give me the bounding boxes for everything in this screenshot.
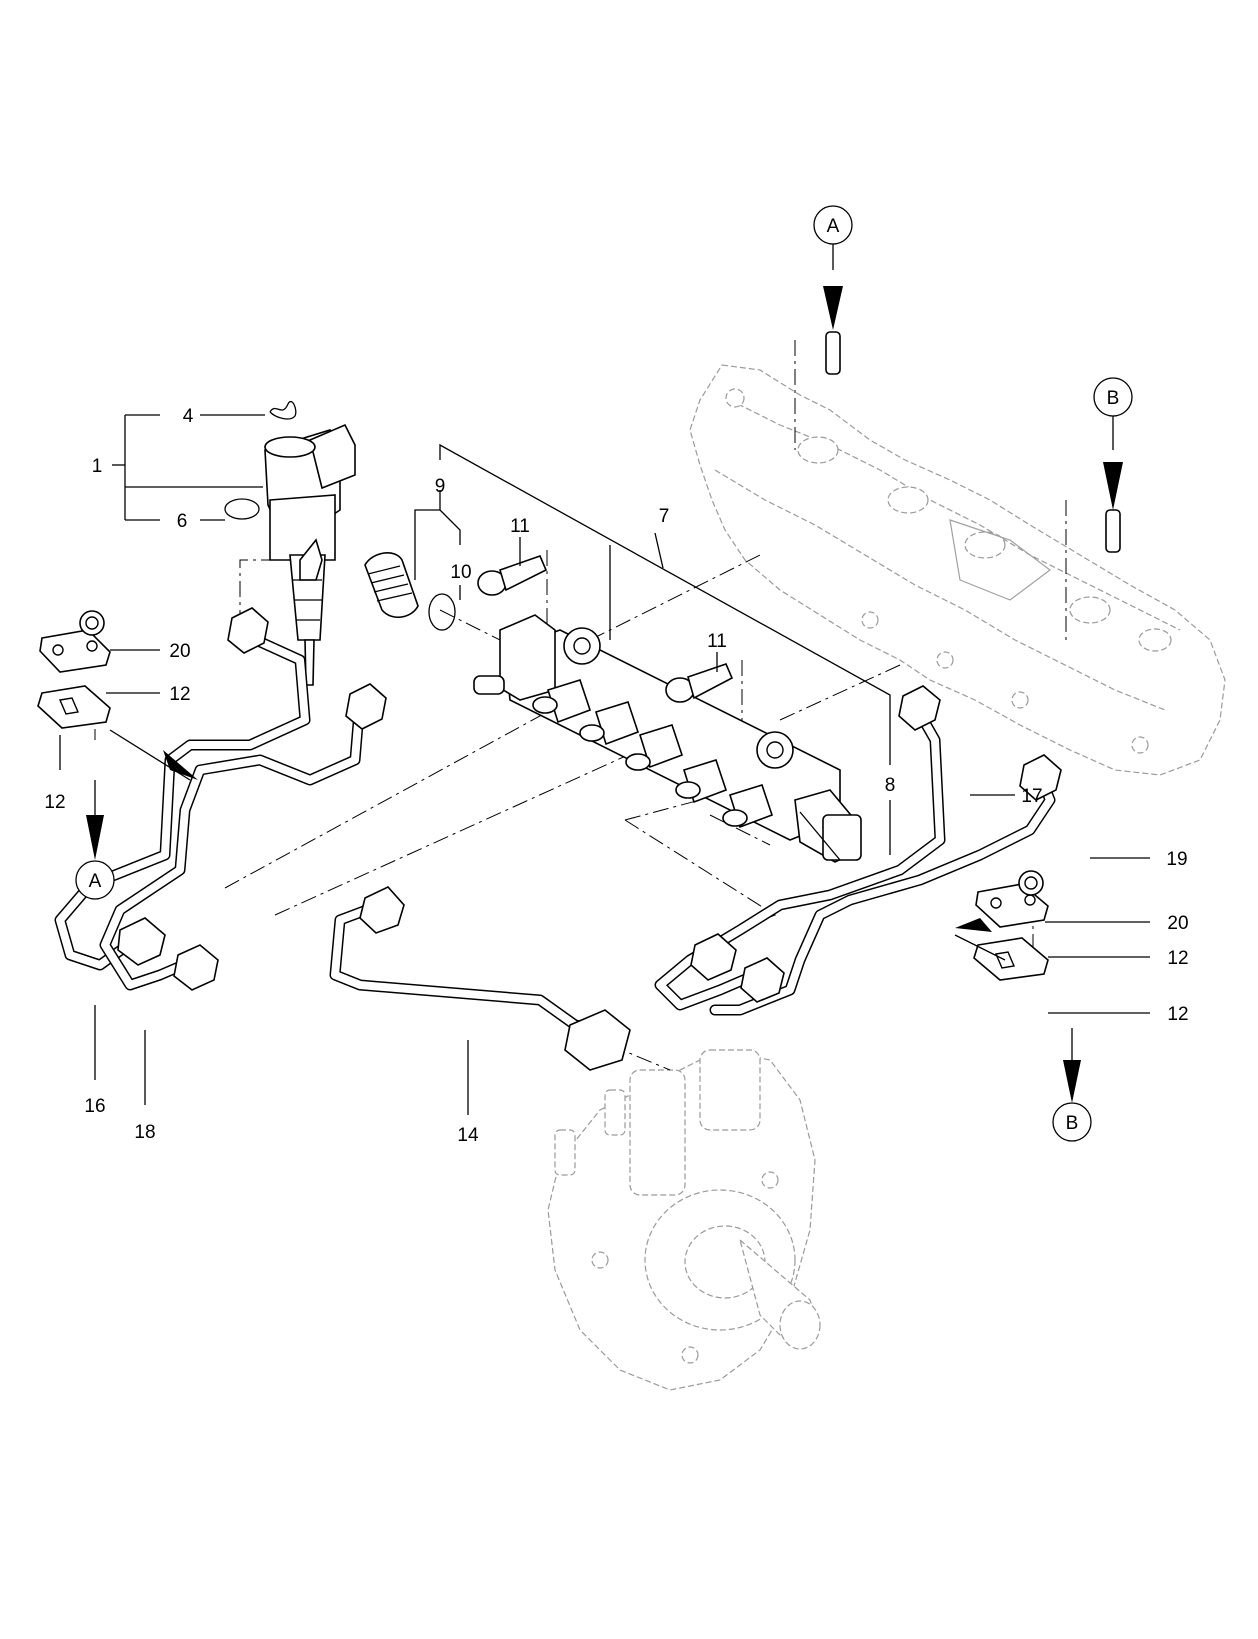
callout-20-left: 20	[169, 641, 190, 662]
ref-label: A	[827, 216, 840, 237]
callout-16: 16	[84, 1096, 105, 1117]
callout-12-right-lower: 12	[1167, 1004, 1188, 1025]
fuel-pipe-19	[709, 769, 1056, 1016]
reference-b-right: B	[1052, 1102, 1092, 1142]
o-ring-10	[428, 593, 456, 631]
callout-9: 9	[435, 476, 446, 497]
pipe-nuts	[117, 607, 1062, 1071]
fuel-pipe-18	[99, 694, 366, 991]
callout-7: 7	[659, 506, 670, 527]
high-pressure-pump-ghost	[547, 1049, 821, 1391]
callout-11-upper: 11	[510, 516, 530, 537]
callout-17: 17	[1021, 786, 1042, 807]
rail-bolt-upper	[477, 554, 548, 596]
pressure-sensor	[794, 789, 862, 863]
arrow-to-b-top	[1103, 462, 1123, 510]
callout-1: 1	[92, 456, 103, 477]
callout-12-right-upper: 12	[1167, 948, 1188, 969]
callout-18: 18	[134, 1122, 155, 1143]
pressure-relief-valve	[364, 552, 419, 618]
copper-washer-squiggle	[269, 401, 297, 420]
arrow-to-pipe-right	[955, 918, 992, 932]
center-lines	[94, 340, 1067, 1071]
leader-lines	[59, 243, 1150, 1115]
callout-14: 14	[457, 1125, 479, 1146]
ref-label: B	[1066, 1113, 1079, 1134]
clamp-right	[973, 870, 1049, 981]
arrow-to-pipe-left	[163, 750, 198, 780]
callout-labels: 1 4 6 7 8 9 10 11 11 20 12 12 16 18 14 1…	[44, 406, 1188, 1146]
arrow-to-b-right	[1063, 1060, 1081, 1103]
dowel-pin-b	[1105, 509, 1121, 553]
ref-label: B	[1107, 388, 1120, 409]
reference-a-left: A	[75, 860, 115, 900]
reference-a-top: A	[813, 205, 853, 245]
dowel-pin-a	[825, 331, 841, 375]
fuel-pipe-17	[654, 699, 946, 1011]
callout-19: 19	[1166, 849, 1187, 870]
injector	[264, 423, 356, 686]
reference-b-top: B	[1093, 377, 1133, 417]
ref-label: A	[89, 871, 102, 892]
callout-20-right: 20	[1167, 913, 1188, 934]
clamp-left	[37, 610, 111, 729]
rail-bolt-lower	[665, 663, 734, 703]
callout-6: 6	[177, 511, 188, 532]
direction-arrows	[86, 286, 1123, 1103]
callout-11-lower: 11	[707, 631, 727, 652]
callout-12-left-lower: 12	[44, 792, 65, 813]
fuel-rail	[473, 614, 841, 841]
callout-4: 4	[183, 406, 194, 427]
callout-10: 10	[450, 562, 471, 583]
cylinder-head-ghost	[689, 364, 1226, 776]
o-ring-6	[224, 498, 260, 520]
arrow-to-a-top	[823, 286, 843, 330]
arrow-to-a-left	[86, 815, 104, 860]
callout-12-left-upper: 12	[169, 684, 190, 705]
fuel-pipe-16	[54, 629, 311, 971]
callout-8: 8	[885, 775, 896, 796]
